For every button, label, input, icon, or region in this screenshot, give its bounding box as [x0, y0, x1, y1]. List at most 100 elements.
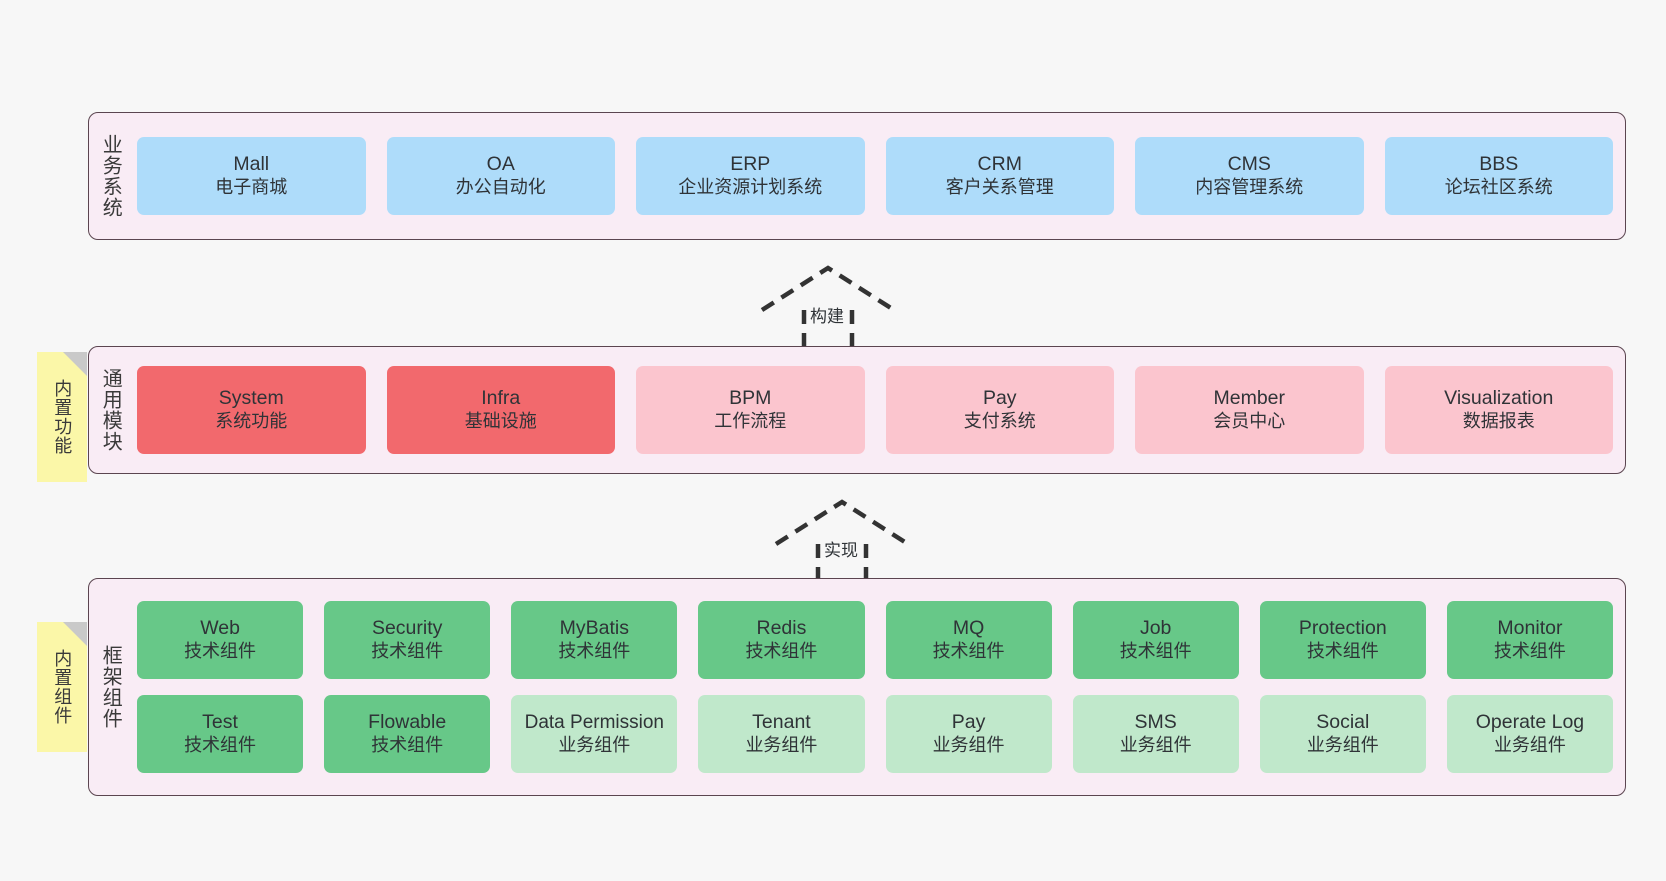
layer-common-modules: 通用模块 System 系统功能 Infra 基础设施 BPM 工作流程 Pay: [88, 346, 1626, 474]
box-infra-title: Infra: [481, 387, 521, 410]
box-system[interactable]: System 系统功能: [137, 366, 366, 454]
connector-implement: 实现: [770, 496, 920, 587]
box-mybatis[interactable]: MyBatis 技术组件: [511, 601, 678, 679]
sticky-note-builtin-features-text: 内置功能: [52, 379, 73, 455]
box-pay-component-title: Pay: [951, 711, 986, 734]
box-job[interactable]: Job 技术组件: [1072, 601, 1239, 679]
box-monitor[interactable]: Monitor 技术组件: [1446, 601, 1613, 679]
box-visualization-subtitle: 数据报表: [1462, 410, 1535, 431]
box-job-title: Job: [1139, 617, 1172, 640]
box-monitor-title: Monitor: [1497, 617, 1563, 640]
box-redis[interactable]: Redis 技术组件: [698, 601, 865, 679]
box-crm[interactable]: CRM 客户关系管理: [885, 137, 1114, 215]
layer-business-systems: 业务系统 Mall 电子商城 OA 办公自动化 ERP 企业资源计划系统 CRM: [88, 112, 1626, 240]
box-security[interactable]: Security 技术组件: [324, 601, 491, 679]
box-bpm[interactable]: BPM 工作流程: [636, 366, 865, 454]
box-visualization[interactable]: Visualization 数据报表: [1384, 366, 1613, 454]
box-visualization-title: Visualization: [1444, 387, 1554, 410]
box-oa[interactable]: OA 办公自动化: [386, 137, 615, 215]
box-flowable[interactable]: Flowable 技术组件: [324, 695, 491, 773]
box-sms[interactable]: SMS 业务组件: [1072, 695, 1239, 773]
box-flowable-title: Flowable: [368, 711, 447, 734]
box-erp-subtitle: 企业资源计划系统: [678, 176, 823, 197]
box-social-subtitle: 业务组件: [1306, 734, 1379, 755]
box-protection-title: Protection: [1298, 617, 1387, 640]
box-erp[interactable]: ERP 企业资源计划系统: [636, 137, 865, 215]
box-flowable-subtitle: 技术组件: [371, 734, 444, 755]
box-web-subtitle: 技术组件: [184, 640, 257, 661]
row-business-systems: Mall 电子商城 OA 办公自动化 ERP 企业资源计划系统 CRM 客户关系…: [137, 137, 1613, 215]
box-crm-title: CRM: [977, 153, 1022, 176]
row-framework-business: Test 技术组件 Flowable 技术组件 Data Permission …: [137, 695, 1613, 773]
box-pay-module-subtitle: 支付系统: [963, 410, 1036, 431]
box-operate-log[interactable]: Operate Log 业务组件: [1446, 695, 1613, 773]
box-protection-subtitle: 技术组件: [1306, 640, 1379, 661]
box-member-subtitle: 会员中心: [1213, 410, 1286, 431]
box-data-permission-title: Data Permission: [524, 712, 664, 734]
box-web[interactable]: Web 技术组件: [137, 601, 304, 679]
box-pay-component-subtitle: 业务组件: [932, 734, 1005, 755]
box-data-permission[interactable]: Data Permission 业务组件: [511, 695, 678, 773]
box-cms-title: CMS: [1227, 153, 1271, 176]
connector-build: 构建: [756, 262, 906, 353]
box-tenant-subtitle: 业务组件: [745, 734, 818, 755]
sticky-note-builtin-components: 内置组件: [37, 622, 87, 752]
layer-title-business-systems: 业务系统: [99, 134, 122, 218]
box-infra[interactable]: Infra 基础设施: [386, 366, 615, 454]
box-pay-module-title: Pay: [982, 387, 1017, 410]
box-bpm-title: BPM: [729, 387, 772, 410]
note-fold-corner: [63, 352, 87, 376]
box-mq[interactable]: MQ 技术组件: [885, 601, 1052, 679]
sticky-note-builtin-features: 内置功能: [37, 352, 87, 482]
box-redis-subtitle: 技术组件: [745, 640, 818, 661]
box-infra-subtitle: 基础设施: [464, 410, 537, 431]
box-social-title: Social: [1316, 711, 1370, 734]
box-mall-subtitle: 电子商城: [215, 176, 288, 197]
box-mq-title: MQ: [952, 617, 985, 640]
box-web-title: Web: [200, 617, 240, 640]
box-test[interactable]: Test 技术组件: [137, 695, 304, 773]
box-bbs[interactable]: BBS 论坛社区系统: [1384, 137, 1613, 215]
box-redis-title: Redis: [756, 617, 807, 640]
box-test-title: Test: [202, 711, 238, 734]
box-member-title: Member: [1213, 387, 1286, 410]
box-mybatis-title: MyBatis: [559, 617, 629, 640]
box-crm-subtitle: 客户关系管理: [945, 176, 1054, 197]
sticky-note-builtin-components-text: 内置组件: [52, 649, 73, 725]
box-sms-subtitle: 业务组件: [1119, 734, 1192, 755]
connector-build-label: 构建: [810, 307, 844, 326]
box-cms[interactable]: CMS 内容管理系统: [1135, 137, 1364, 215]
layer-framework-components: 框架组件 Web 技术组件 Security 技术组件 MyBatis 技术组件…: [88, 578, 1626, 796]
box-pay-module[interactable]: Pay 支付系统: [885, 366, 1114, 454]
box-mall[interactable]: Mall 电子商城: [137, 137, 366, 215]
box-cms-subtitle: 内容管理系统: [1195, 176, 1304, 197]
box-pay-component[interactable]: Pay 业务组件: [885, 695, 1052, 773]
box-monitor-subtitle: 技术组件: [1493, 640, 1566, 661]
box-tenant-title: Tenant: [752, 711, 811, 734]
box-operate-log-title: Operate Log: [1475, 711, 1585, 734]
note-fold-corner: [63, 622, 87, 646]
box-mybatis-subtitle: 技术组件: [558, 640, 631, 661]
layer-body-business-systems: Mall 电子商城 OA 办公自动化 ERP 企业资源计划系统 CRM 客户关系…: [131, 113, 1625, 239]
box-bbs-subtitle: 论坛社区系统: [1444, 176, 1553, 197]
box-operate-log-subtitle: 业务组件: [1493, 734, 1566, 755]
row-framework-technical: Web 技术组件 Security 技术组件 MyBatis 技术组件 Redi…: [137, 601, 1613, 679]
connector-implement-label: 实现: [824, 541, 858, 560]
box-system-title: System: [218, 387, 284, 410]
box-security-title: Security: [371, 617, 443, 640]
box-oa-subtitle: 办公自动化: [455, 176, 546, 197]
box-erp-title: ERP: [730, 153, 771, 176]
box-member[interactable]: Member 会员中心: [1135, 366, 1364, 454]
box-test-subtitle: 技术组件: [184, 734, 257, 755]
layer-title-common-modules: 通用模块: [99, 368, 122, 452]
layer-body-framework-components: Web 技术组件 Security 技术组件 MyBatis 技术组件 Redi…: [131, 579, 1625, 795]
box-security-subtitle: 技术组件: [371, 640, 444, 661]
box-mq-subtitle: 技术组件: [932, 640, 1005, 661]
box-protection[interactable]: Protection 技术组件: [1259, 601, 1426, 679]
box-tenant[interactable]: Tenant 业务组件: [698, 695, 865, 773]
box-bpm-subtitle: 工作流程: [714, 410, 787, 431]
box-system-subtitle: 系统功能: [215, 410, 288, 431]
box-social[interactable]: Social 业务组件: [1259, 695, 1426, 773]
layer-title-framework-components: 框架组件: [99, 645, 122, 729]
